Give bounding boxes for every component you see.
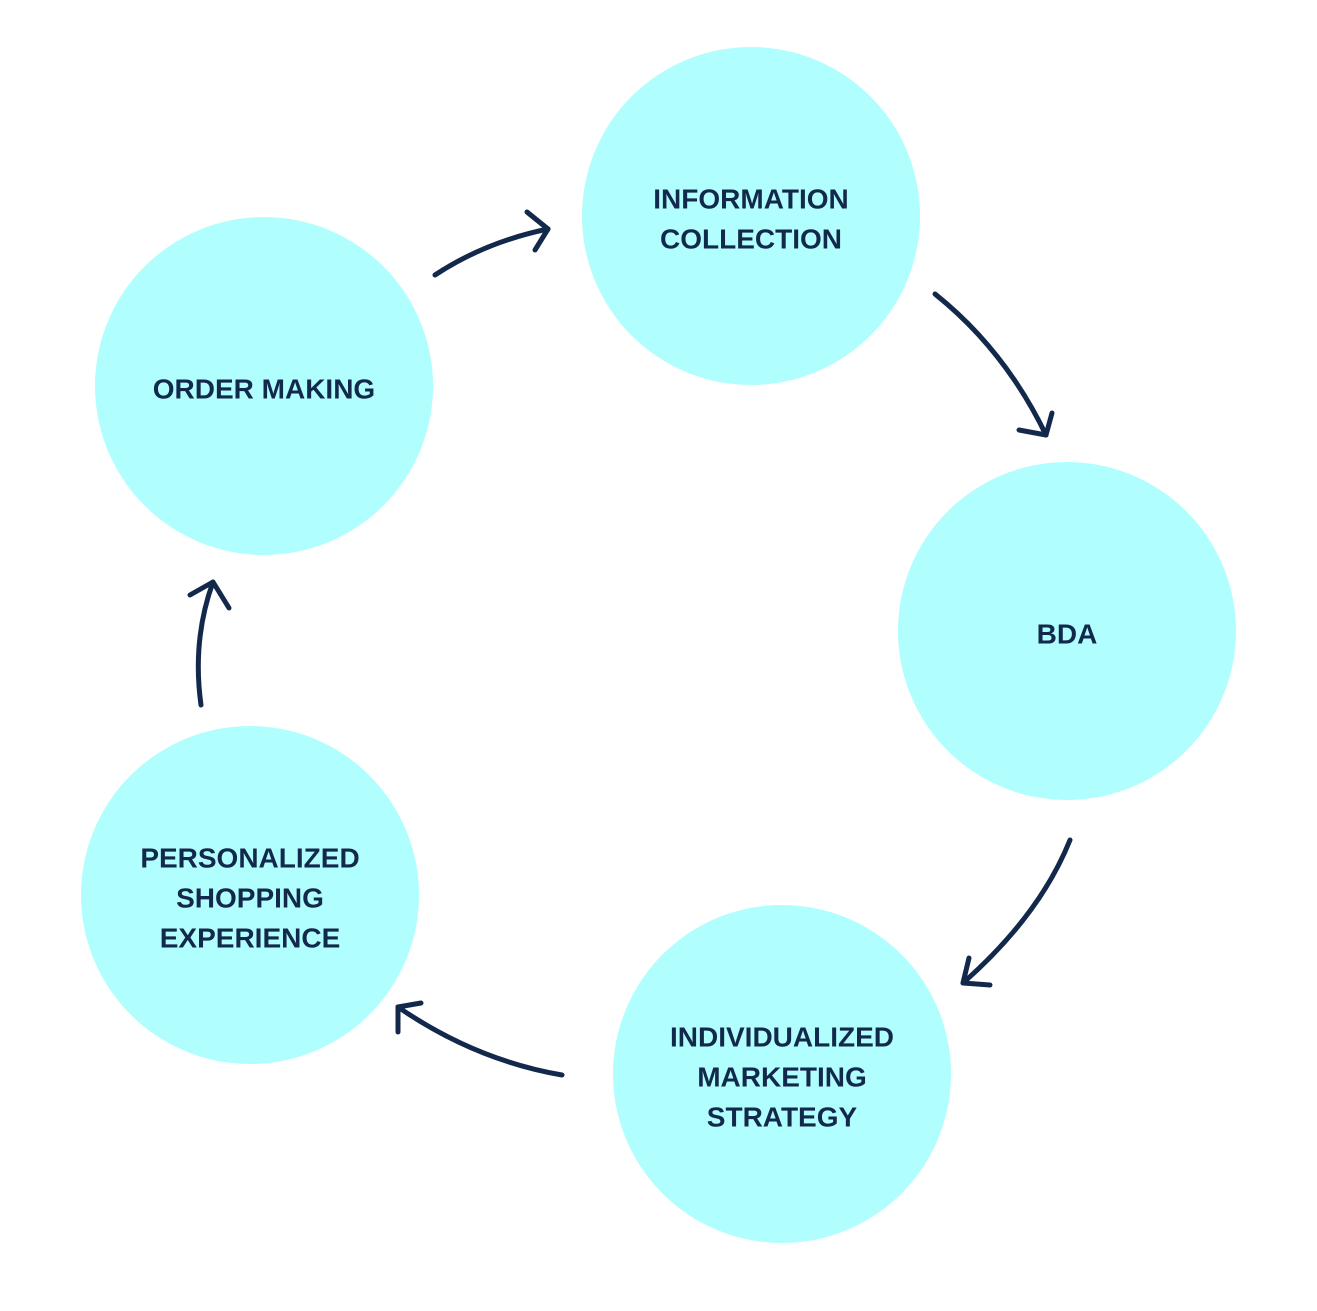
node-circle xyxy=(613,905,951,1243)
node-label-line: ORDER MAKING xyxy=(153,373,375,404)
node-individualized-marketing-strategy: INDIVIDUALIZED MARKETING STRATEGY xyxy=(613,905,951,1243)
node-label-line: INFORMATION xyxy=(653,183,848,214)
node-order-making: ORDER MAKING xyxy=(95,217,433,555)
node-label-line: STRATEGY xyxy=(707,1101,858,1132)
node-label-line: SHOPPING xyxy=(176,882,324,913)
node-label-line: EXPERIENCE xyxy=(160,922,341,953)
arrowhead-icon xyxy=(960,955,993,988)
nodes-layer: INFORMATION COLLECTION BDA INDIVIDUALIZED MA… xyxy=(81,47,1236,1243)
node-label-line: INDIVIDUALIZED xyxy=(670,1021,894,1052)
arrow-information-collection-to-bda xyxy=(932,291,1055,438)
arrow-bda-to-individualized-marketing-strategy xyxy=(960,837,1073,988)
arrowhead-icon xyxy=(395,1000,424,1035)
arrowhead-icon xyxy=(1016,410,1055,438)
node-label-line: MARKETING xyxy=(697,1061,867,1092)
arrow-shaft xyxy=(195,579,216,708)
node-circle xyxy=(898,462,1236,800)
node-label-line: BDA xyxy=(1037,618,1098,649)
node-personalized-shopping-experience: PERSONALIZED SHOPPING EXPERIENCE xyxy=(81,726,419,1064)
arrowhead-icon xyxy=(524,209,551,253)
node-bda: BDA xyxy=(898,462,1236,800)
arrowhead-icon xyxy=(187,579,232,611)
arrow-shaft xyxy=(932,291,1049,438)
arrow-personalized-shopping-experience-to-order-making xyxy=(187,579,232,708)
node-label-line: COLLECTION xyxy=(660,223,842,254)
arrow-shaft xyxy=(432,226,551,278)
arrow-shaft xyxy=(960,837,1073,986)
node-circle xyxy=(81,726,419,1064)
arrow-shaft xyxy=(395,1004,565,1078)
arrow-individualized-marketing-strategy-to-personalized-shopping-experience xyxy=(395,1000,565,1078)
node-circle xyxy=(582,47,920,385)
arrow-order-making-to-information-collection xyxy=(432,209,551,278)
node-circle xyxy=(95,217,433,555)
arrows-layer xyxy=(187,209,1073,1078)
node-label-line: PERSONALIZED xyxy=(140,842,359,873)
node-information-collection: INFORMATION COLLECTION xyxy=(582,47,920,385)
